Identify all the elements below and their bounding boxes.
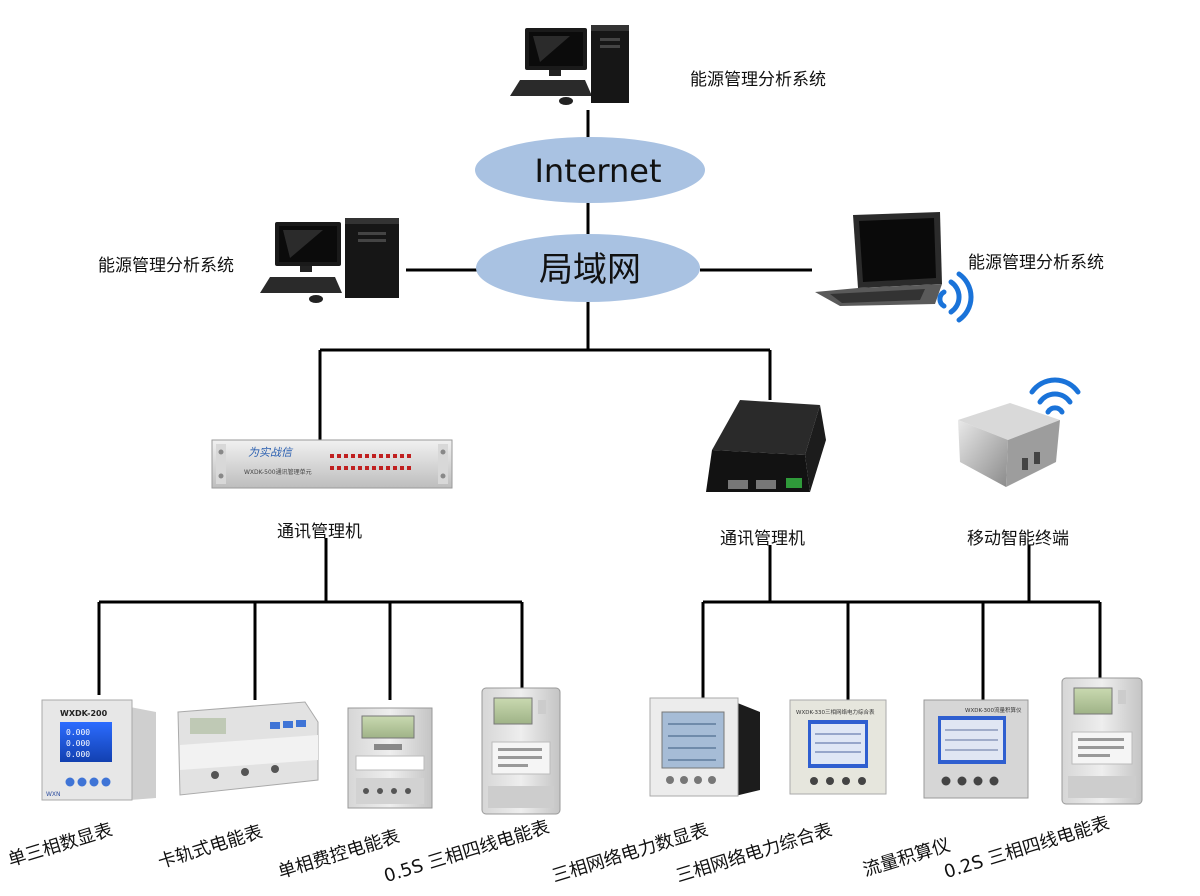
comm-right-label: 通讯管理机 bbox=[720, 529, 805, 549]
comm-left-label: 通讯管理机 bbox=[277, 522, 362, 542]
mobile-terminal-label: 移动智能终端 bbox=[967, 529, 1069, 549]
box-comm-manager-icon bbox=[706, 400, 826, 492]
pc-left-label: 能源管理分析系统 bbox=[98, 256, 234, 276]
desktop-pc-left-icon bbox=[260, 218, 399, 303]
rack-brand: 为实战信 bbox=[248, 446, 294, 459]
lan-ellipse bbox=[476, 234, 700, 302]
device-three-phase-meter-icon-1 bbox=[481, 687, 561, 815]
svg-text:0.000: 0.000 bbox=[66, 739, 90, 748]
device-1-brand: WXN bbox=[46, 791, 61, 798]
device-din-rail-meter-icon bbox=[177, 701, 319, 796]
laptop-label: 能源管理分析系统 bbox=[968, 253, 1104, 273]
device-three-phase-meter-icon-2 bbox=[1061, 677, 1143, 805]
device-prepaid-meter-icon bbox=[347, 707, 433, 809]
lan-label: 局域网 bbox=[539, 250, 641, 290]
rack-model: WXDK-500通讯管理单元 bbox=[244, 468, 312, 476]
pc-top-label: 能源管理分析系统 bbox=[690, 70, 826, 90]
internet-label: Internet bbox=[534, 152, 661, 190]
internet-ellipse bbox=[475, 137, 705, 203]
device-panel-meter-icon: WXDK-200 0.000 0.000 0.000 WXN bbox=[41, 699, 156, 801]
device-flow-totalizer-icon: WXDK-300流量积算仪 bbox=[923, 699, 1029, 799]
internet-node: Internet bbox=[475, 137, 705, 203]
svg-text:0.000: 0.000 bbox=[66, 728, 90, 737]
svg-text:0.000: 0.000 bbox=[66, 750, 90, 759]
device-network-display-meter-icon bbox=[649, 697, 760, 797]
connection-lines bbox=[97, 110, 1102, 700]
device-6-screen-text: WXDK-330三相网络电力综合表 bbox=[796, 708, 875, 716]
device-7-screen-text: WXDK-300流量积算仪 bbox=[965, 706, 1022, 714]
desktop-pc-top-icon bbox=[510, 25, 629, 105]
wifi-laptop-icon bbox=[937, 271, 974, 323]
mobile-terminal-icon bbox=[958, 403, 1060, 487]
rack-comm-manager-icon: 为实战信 WXDK-500通讯管理单元 bbox=[211, 439, 453, 489]
laptop-icon bbox=[815, 212, 942, 306]
wifi-mobile-icon bbox=[1029, 377, 1081, 415]
device-network-multifunction-meter-icon: WXDK-330三相网络电力综合表 bbox=[789, 699, 887, 795]
lan-node: 局域网 bbox=[476, 234, 700, 302]
device-1-screen-text: WXDK-200 bbox=[60, 709, 108, 718]
